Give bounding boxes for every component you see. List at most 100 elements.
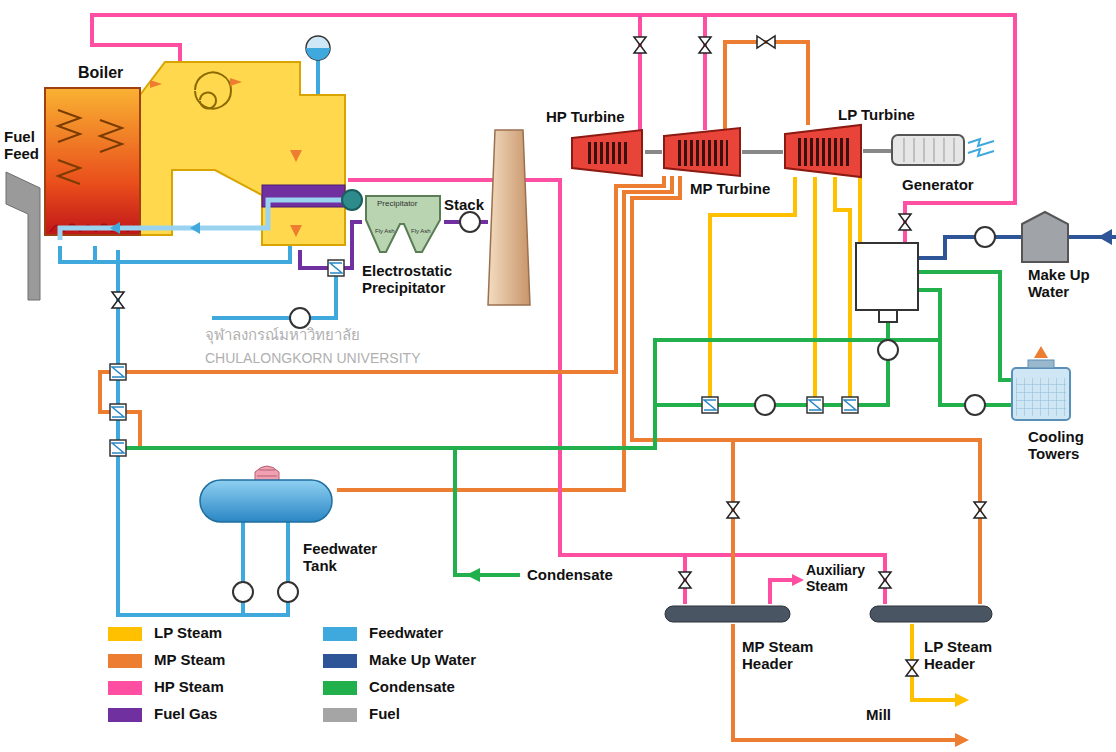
condenser xyxy=(879,310,897,322)
heat-exchanger xyxy=(112,367,124,377)
pump xyxy=(290,308,310,328)
heat-exchanger xyxy=(328,260,344,276)
feedwater-tank-body xyxy=(200,480,332,522)
hp-turbine: HP Turbine xyxy=(568,130,645,176)
hp-steam-pipe xyxy=(92,36,180,62)
make-up-water-tank: Make Up Water xyxy=(1022,212,1068,262)
heat-exchanger xyxy=(110,404,126,420)
feedwater-pipe xyxy=(212,275,336,318)
turbine-body xyxy=(785,125,861,177)
boiler-body xyxy=(190,222,200,234)
valve xyxy=(879,572,891,588)
condensate-pipe xyxy=(918,290,1012,405)
legend-swatch xyxy=(323,627,357,641)
boiler-body xyxy=(60,200,342,240)
heat-exchanger xyxy=(110,440,126,456)
cooling-tower-body xyxy=(1034,346,1048,358)
arrow-head xyxy=(955,733,969,747)
heat-exchanger xyxy=(110,404,126,420)
pipe xyxy=(632,176,733,604)
turbine-body xyxy=(678,140,728,166)
pipe xyxy=(863,149,892,153)
shaft xyxy=(742,150,783,154)
heat-exchanger xyxy=(842,397,858,413)
component-label: Electrostatic Precipitator xyxy=(362,262,480,297)
equipment-text: Fly Ash xyxy=(375,228,395,235)
flow-label: Auxiliary Steam xyxy=(806,562,880,594)
steam-header-body xyxy=(870,606,992,622)
component-label: Fuel Feed xyxy=(4,128,50,163)
fuel-feed-hopper: Fuel Feed xyxy=(2,168,44,302)
pump xyxy=(460,212,480,232)
stack: Stack xyxy=(488,128,530,306)
heat-exchanger xyxy=(112,407,124,417)
valve xyxy=(757,36,775,48)
heat-exchanger xyxy=(110,260,858,456)
lp-steam-pipe xyxy=(858,177,862,243)
valve xyxy=(679,572,691,588)
boiler-body xyxy=(306,48,330,60)
legend-entry: LP Steam xyxy=(108,624,308,646)
heat-exchanger xyxy=(328,260,344,276)
generator: Generator xyxy=(892,133,964,167)
turbine-body xyxy=(572,125,861,177)
turbine-body xyxy=(572,130,642,176)
boiler-body xyxy=(45,36,362,245)
heat-exchanger xyxy=(110,440,126,456)
legend-swatch xyxy=(108,627,142,641)
heat-exchanger xyxy=(844,400,856,410)
mp-turbine: MP Turbine xyxy=(662,130,742,176)
arrow-head xyxy=(792,574,804,586)
heat-exchanger xyxy=(330,263,342,273)
component-label: Feedwater Tank xyxy=(303,540,387,575)
legend-text: Make Up Water xyxy=(369,651,476,668)
legend-entry: Fuel xyxy=(323,705,523,727)
valve xyxy=(634,37,646,53)
boiler-body xyxy=(150,80,162,88)
valve xyxy=(112,36,986,676)
heat-exchanger xyxy=(809,400,821,410)
legend-swatch xyxy=(108,708,142,722)
boiler-body xyxy=(290,150,302,162)
cooling-tower-body xyxy=(1016,378,1066,416)
mp-steam-pipe xyxy=(126,412,140,448)
condenser xyxy=(856,243,918,310)
legend-entry: MP Steam xyxy=(108,651,308,673)
heat-exchanger xyxy=(112,443,124,453)
boiler-body xyxy=(290,225,302,237)
component-label: Boiler xyxy=(78,64,123,82)
shaft xyxy=(742,150,783,154)
pump xyxy=(965,395,985,415)
valve xyxy=(974,502,986,518)
legend-text: Condensate xyxy=(369,678,455,695)
boiler-body xyxy=(342,190,362,210)
valve xyxy=(727,502,739,518)
boiler-body xyxy=(45,88,140,235)
legend-swatch xyxy=(323,708,357,722)
feedwater-tank-body xyxy=(200,466,332,522)
pump xyxy=(233,212,995,602)
mp-steam-pipe xyxy=(126,176,664,372)
pipe xyxy=(645,150,662,154)
heat-exchanger xyxy=(110,364,126,380)
arrow-head xyxy=(955,693,969,707)
component-label: Cooling Towers xyxy=(1028,428,1112,463)
component-label: MP Turbine xyxy=(690,180,770,197)
heat-exchanger xyxy=(807,397,823,413)
fuel-hopper xyxy=(6,172,40,300)
legend-text: LP Steam xyxy=(154,624,222,641)
legend-entry: Condensate xyxy=(323,678,523,700)
stack-body xyxy=(488,130,530,305)
boiler: Boiler xyxy=(42,36,348,250)
mp-steam-pipe xyxy=(733,624,955,740)
lp-turbine: LP Turbine xyxy=(783,125,863,177)
make-up-water-tank xyxy=(1022,212,1068,262)
component-label: Stack xyxy=(444,196,484,213)
pump xyxy=(278,582,298,602)
legend-text: HP Steam xyxy=(154,678,224,695)
make-up-water-pipe xyxy=(918,237,1116,258)
feedwater-pipe xyxy=(60,246,290,262)
lp-steam-pipe xyxy=(710,177,795,397)
lp-steam-pipe xyxy=(835,177,850,397)
